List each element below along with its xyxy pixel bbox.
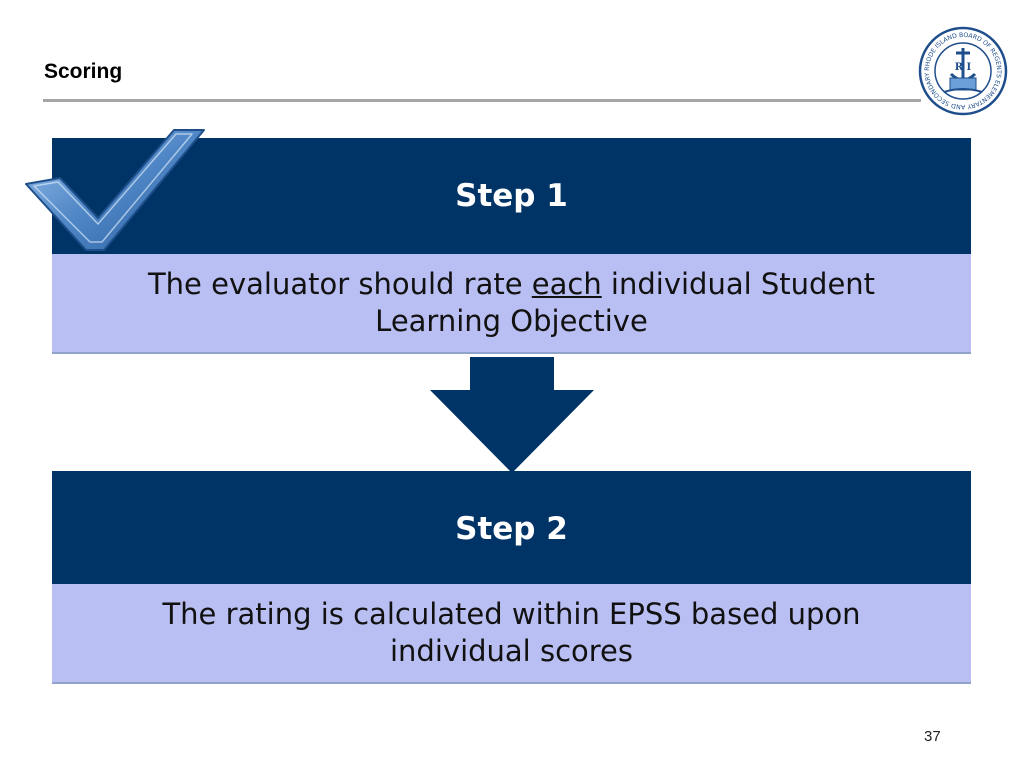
step-1-text: The evaluator should rate each individua… [102, 266, 922, 340]
seal-letters: R I [955, 62, 972, 73]
step-1-emphasis: each [531, 267, 602, 301]
step-1-header: Step 1 [52, 138, 971, 254]
step-1-text-before: The evaluator should rate [147, 267, 532, 301]
title-divider [43, 99, 921, 102]
step-2-header: Step 2 [52, 471, 971, 587]
down-arrow-icon [430, 357, 594, 473]
step-2-label: Step 2 [455, 511, 568, 547]
step-1-body: The evaluator should rate each individua… [52, 254, 971, 354]
step-1-label: Step 1 [455, 178, 568, 214]
step-1-text-after: individual Student Learning Objective [375, 267, 876, 338]
slide-title: Scoring [44, 60, 123, 83]
step-2-text: The rating is calculated within EPSS bas… [162, 597, 861, 668]
seal-logo: RHODE ISLAND BOARD OF REGENTS ELEMENTARY… [918, 26, 1008, 116]
checkmark-icon [25, 129, 205, 251]
page-number: 37 [924, 728, 941, 745]
step-2-body: The rating is calculated within EPSS bas… [52, 584, 971, 684]
